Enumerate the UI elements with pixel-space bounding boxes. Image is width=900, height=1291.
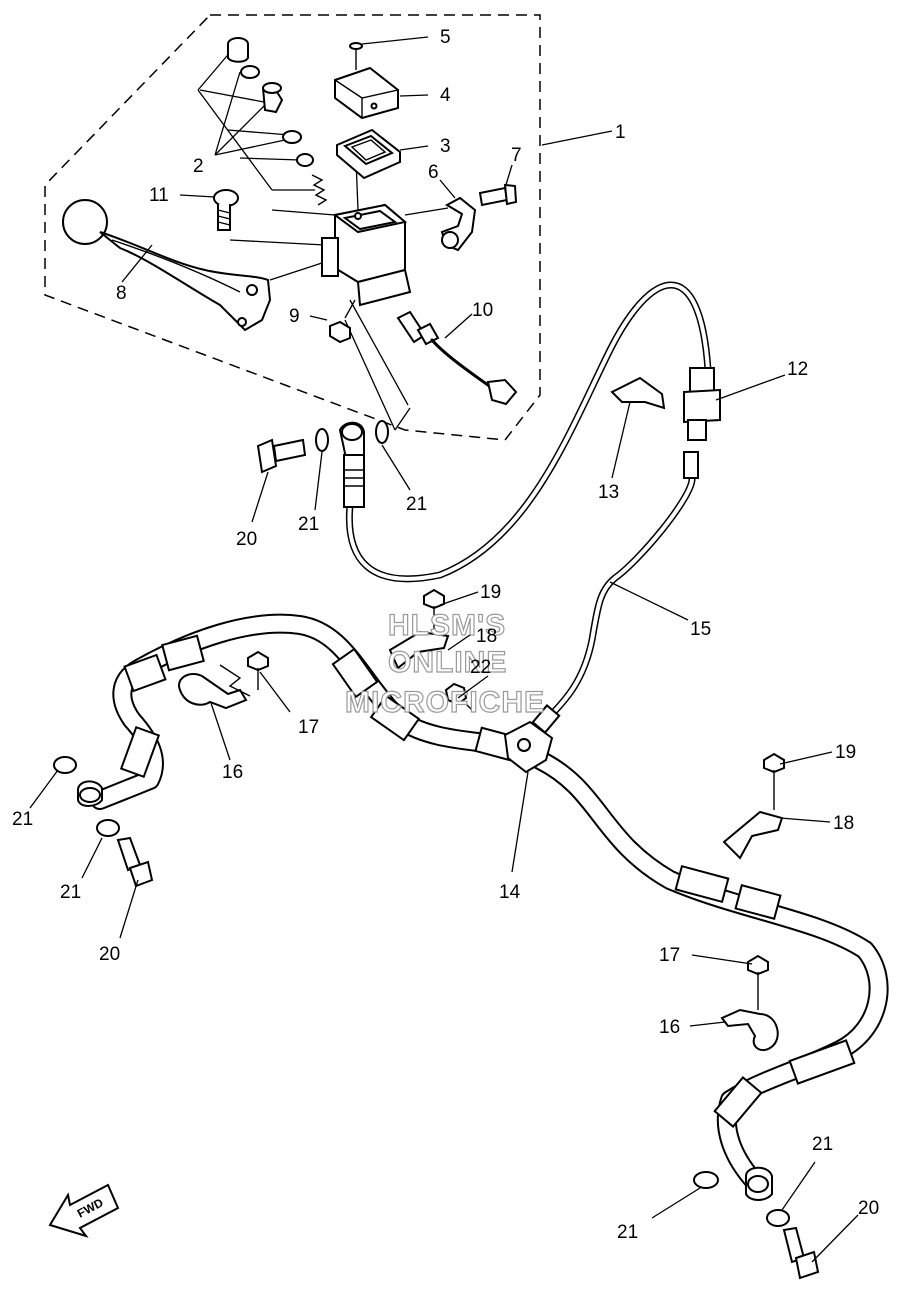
callout-17-right: 17: [659, 945, 680, 966]
top-union-bolt: [256, 438, 307, 474]
left-washer-top: [53, 756, 77, 774]
callout-20-left: 20: [99, 944, 120, 965]
callout-22: 22: [470, 657, 491, 678]
joint-bolt: [444, 682, 475, 713]
piston-kit: [227, 37, 328, 206]
lever-holder: [440, 196, 477, 252]
callout-1: 1: [615, 122, 626, 143]
callout-16-right: 16: [659, 1017, 680, 1038]
holder-bolt: [478, 183, 518, 207]
callout-15: 15: [690, 619, 711, 640]
callout-5: 5: [440, 27, 451, 48]
forward-arrow-icon: FWD: [48, 1183, 120, 1238]
top-washer-right: [375, 420, 389, 444]
diaphragm: [336, 128, 401, 180]
reservoir-screw: [349, 42, 363, 70]
assembly-guide-lines: [197, 49, 449, 431]
right-washer-right: [766, 1209, 790, 1227]
brake-pipe: [531, 451, 699, 734]
callout-11: 11: [149, 185, 169, 206]
front-hose-right: [530, 750, 889, 1192]
brake-switch: [396, 310, 518, 406]
watermark-line-2: ONLINE: [388, 646, 507, 679]
hose-protectors: [119, 634, 856, 1128]
right-hose-guide: [722, 810, 784, 860]
callout-7: 7: [511, 145, 522, 166]
callout-12: 12: [787, 359, 808, 380]
callout-13: 13: [598, 482, 619, 503]
pivot-nut: [329, 320, 351, 344]
callout-21-left-top: 21: [12, 809, 33, 830]
right-union-bolt: [782, 1226, 820, 1280]
callout-2: 2: [193, 156, 204, 177]
callout-4: 4: [440, 85, 451, 106]
left-union-bolt: [116, 836, 154, 888]
right-banjo-union: [745, 1166, 773, 1201]
right-washer-left: [693, 1171, 719, 1189]
callout-19-right: 19: [835, 742, 856, 763]
callout-3: 3: [440, 136, 451, 157]
top-washer-left: [315, 428, 329, 452]
left-clamp-bolt: [247, 650, 269, 690]
callout-21-top-right: 21: [406, 494, 427, 515]
callout-19-middle: 19: [480, 582, 501, 603]
callout-21-left-bottom: 21: [60, 882, 81, 903]
callout-18-right: 18: [833, 813, 854, 834]
callout-20-right: 20: [858, 1198, 879, 1219]
master-cylinder-body: [321, 203, 412, 307]
callout-8: 8: [116, 283, 127, 304]
callout-20-top: 20: [236, 529, 257, 550]
left-banjo-union: [77, 780, 103, 807]
callout-6: 6: [428, 162, 439, 183]
callout-14: 14: [499, 882, 521, 903]
right-clamp-bolt: [747, 954, 769, 1010]
middle-hose-guide: [388, 630, 450, 670]
callout-numbers: 1 2 3 4 5 6 7 8 9 10 11 12 13 14 15 16 1…: [12, 27, 879, 1243]
brake-cable-upper: [345, 281, 712, 583]
watermark-line-1: HLSM'S: [388, 609, 506, 642]
watermark-line-3: MICROFICHE: [345, 686, 545, 719]
brake-lever: [62, 199, 272, 332]
callout-21-right-top: 21: [812, 1134, 833, 1155]
left-washer-bottom: [96, 819, 120, 837]
lever-pivot-bolt: [213, 189, 239, 231]
top-banjo-union: [338, 421, 365, 508]
callout-10: 10: [472, 300, 493, 321]
assembly-outline: [44, 14, 541, 441]
right-guide-bolt: [763, 752, 785, 810]
callout-17-left: 17: [298, 717, 319, 738]
hose-joint: [683, 367, 721, 441]
callout-leaders: [29, 36, 859, 1263]
callout-16-left: 16: [222, 762, 243, 783]
right-hose-clamp: [720, 1008, 779, 1052]
callout-21-right-bottom: 21: [617, 1222, 638, 1243]
three-way-joint: [503, 720, 554, 774]
watermark: HLSM'S ONLINE MICROFICHE: [344, 608, 545, 719]
callout-21-top-left: 21: [298, 514, 319, 535]
left-hose-clamp: [178, 664, 251, 710]
callout-9: 9: [289, 306, 300, 327]
hose-bracket: [610, 376, 666, 410]
reservoir-cap: [334, 66, 399, 120]
callout-18-middle: 18: [476, 626, 497, 647]
